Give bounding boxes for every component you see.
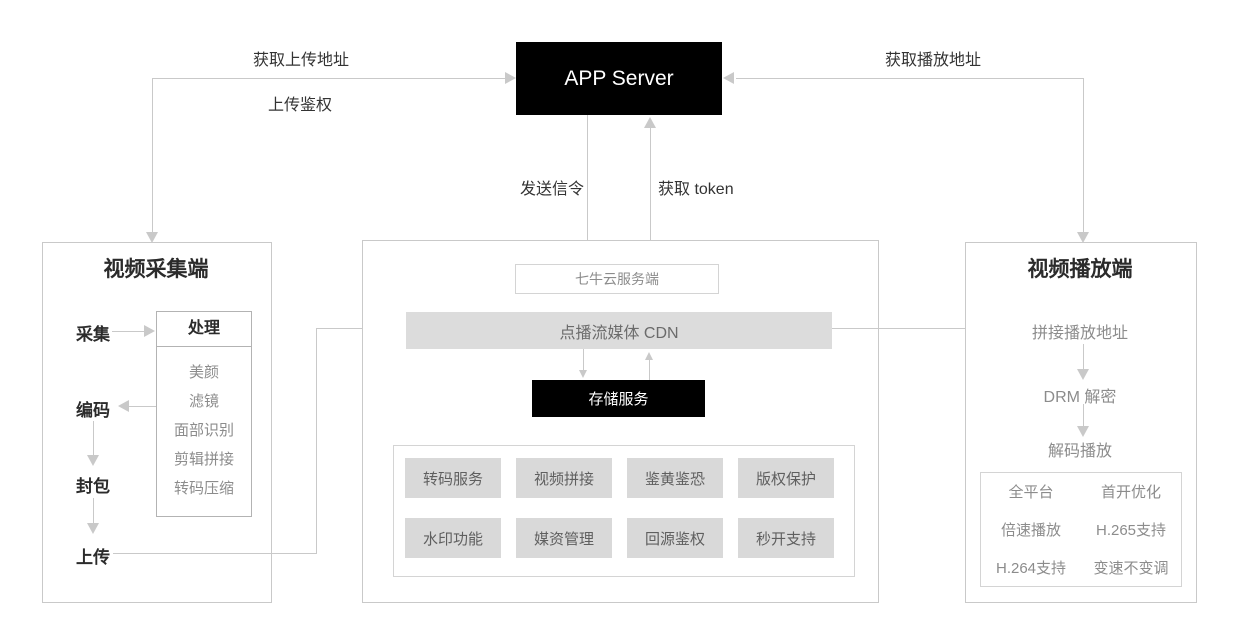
arrow-capture-to-process-icon	[144, 325, 155, 337]
cdn-bar: 点播流媒体 CDN	[406, 312, 832, 349]
storage-node: 存储服务	[532, 380, 705, 417]
connector-upload-out-v	[316, 328, 317, 554]
edge-label-get-play-url: 获取播放地址	[884, 52, 981, 69]
process-item-beauty: 美颜	[188, 364, 219, 381]
connector-upload-auth-line	[152, 78, 505, 79]
step-capture: 采集	[76, 325, 110, 344]
process-box-title: 处理	[157, 312, 251, 347]
connector-upload-out-h	[113, 553, 317, 554]
process-item-clip: 剪辑拼接	[173, 451, 234, 468]
step-upload: 上传	[76, 548, 110, 567]
player-feature-speed-play: 倍速播放	[1000, 521, 1061, 539]
process-item-transcode: 转码压缩	[173, 480, 234, 497]
arrow-cdn-to-storage-icon	[579, 370, 587, 378]
arrow-storage-to-cdn-icon	[645, 352, 653, 360]
process-item-face: 面部识别	[173, 422, 234, 439]
feature-tile-moderation: 鉴黄鉴恐	[627, 458, 723, 498]
connector-upload-to-cdn	[316, 328, 396, 329]
process-item-filter: 滤镜	[188, 393, 219, 410]
app-server-node: APP Server	[516, 42, 722, 115]
arrow-into-player-panel-icon	[1077, 232, 1089, 243]
connector-cdn-to-storage	[583, 349, 584, 370]
feature-tile-transcode: 转码服务	[405, 458, 501, 498]
edge-label-upload-auth: 上传鉴权	[267, 97, 332, 114]
feature-tile-origin-auth: 回源鉴权	[627, 518, 723, 558]
arrow-into-capture-panel-icon	[146, 232, 158, 243]
arrow-drm-to-decode-icon	[1077, 426, 1089, 437]
connector-package-to-upload	[93, 498, 94, 523]
step-encode: 编码	[76, 401, 110, 420]
player-feature-h265: H.265支持	[1095, 521, 1167, 539]
storage-label: 存储服务	[588, 391, 649, 408]
arrow-process-to-encode-icon	[118, 400, 129, 412]
arrow-encode-to-package-icon	[87, 455, 99, 466]
edge-label-send-signal: 发送信令	[519, 181, 584, 198]
feature-tile-media-mgmt: 媒资管理	[516, 518, 612, 558]
step-package: 封包	[76, 477, 110, 496]
app-server-label: APP Server	[564, 66, 674, 90]
player-features-box: 全平台 首开优化 倍速播放 H.265支持 H.264支持 变速不变调	[980, 472, 1182, 587]
player-feature-all-platform: 全平台	[1008, 484, 1054, 502]
arrow-package-to-upload-icon	[87, 523, 99, 534]
player-feature-h264: H.264支持	[995, 559, 1067, 577]
feature-tile-watermark: 水印功能	[405, 518, 501, 558]
connector-send-signal	[587, 115, 588, 251]
connector-get-play-line	[736, 78, 1083, 79]
arrow-splice-to-drm-icon	[1077, 369, 1089, 380]
arrow-get-token-icon	[644, 117, 656, 128]
connector-capture-to-process	[112, 331, 145, 332]
player-feature-fast-open: 首开优化	[1100, 484, 1161, 502]
connector-get-token	[650, 128, 651, 264]
feature-tile-fast-start: 秒开支持	[738, 518, 834, 558]
process-box: 处理 美颜 滤镜 面部识别 剪辑拼接 转码压缩	[156, 311, 252, 517]
arrow-into-app-server-right-icon	[723, 72, 734, 84]
connector-splice-to-drm	[1083, 344, 1084, 369]
player-step-drm: DRM 解密	[1043, 389, 1117, 406]
edge-label-get-token: 获取 token	[658, 181, 734, 198]
capture-panel-title: 视频采集端	[103, 258, 209, 281]
feature-tile-splice: 视频拼接	[516, 458, 612, 498]
player-step-decode: 解码播放	[1047, 443, 1112, 460]
player-panel-title: 视频播放端	[1027, 258, 1133, 281]
connector-upload-auth-drop	[152, 78, 153, 232]
qiniu-server-label: 七牛云服务端	[575, 271, 659, 287]
connector-drm-to-decode	[1083, 404, 1084, 426]
qiniu-server-node: 七牛云服务端	[515, 264, 719, 294]
connector-process-to-encode	[129, 406, 156, 407]
connector-storage-to-cdn	[649, 360, 650, 380]
edge-label-get-upload-url: 获取上传地址	[252, 52, 349, 69]
feature-tile-copyright: 版权保护	[738, 458, 834, 498]
player-feature-pitch: 变速不变调	[1093, 559, 1169, 577]
arrow-into-app-server-left-icon	[505, 72, 516, 84]
connector-get-play-drop	[1083, 78, 1084, 232]
connector-encode-to-package	[93, 421, 94, 455]
player-step-splice-url: 拼接播放地址	[1031, 325, 1128, 342]
cdn-label: 点播流媒体 CDN	[559, 324, 679, 342]
connector-cdn-to-player	[832, 328, 1013, 329]
